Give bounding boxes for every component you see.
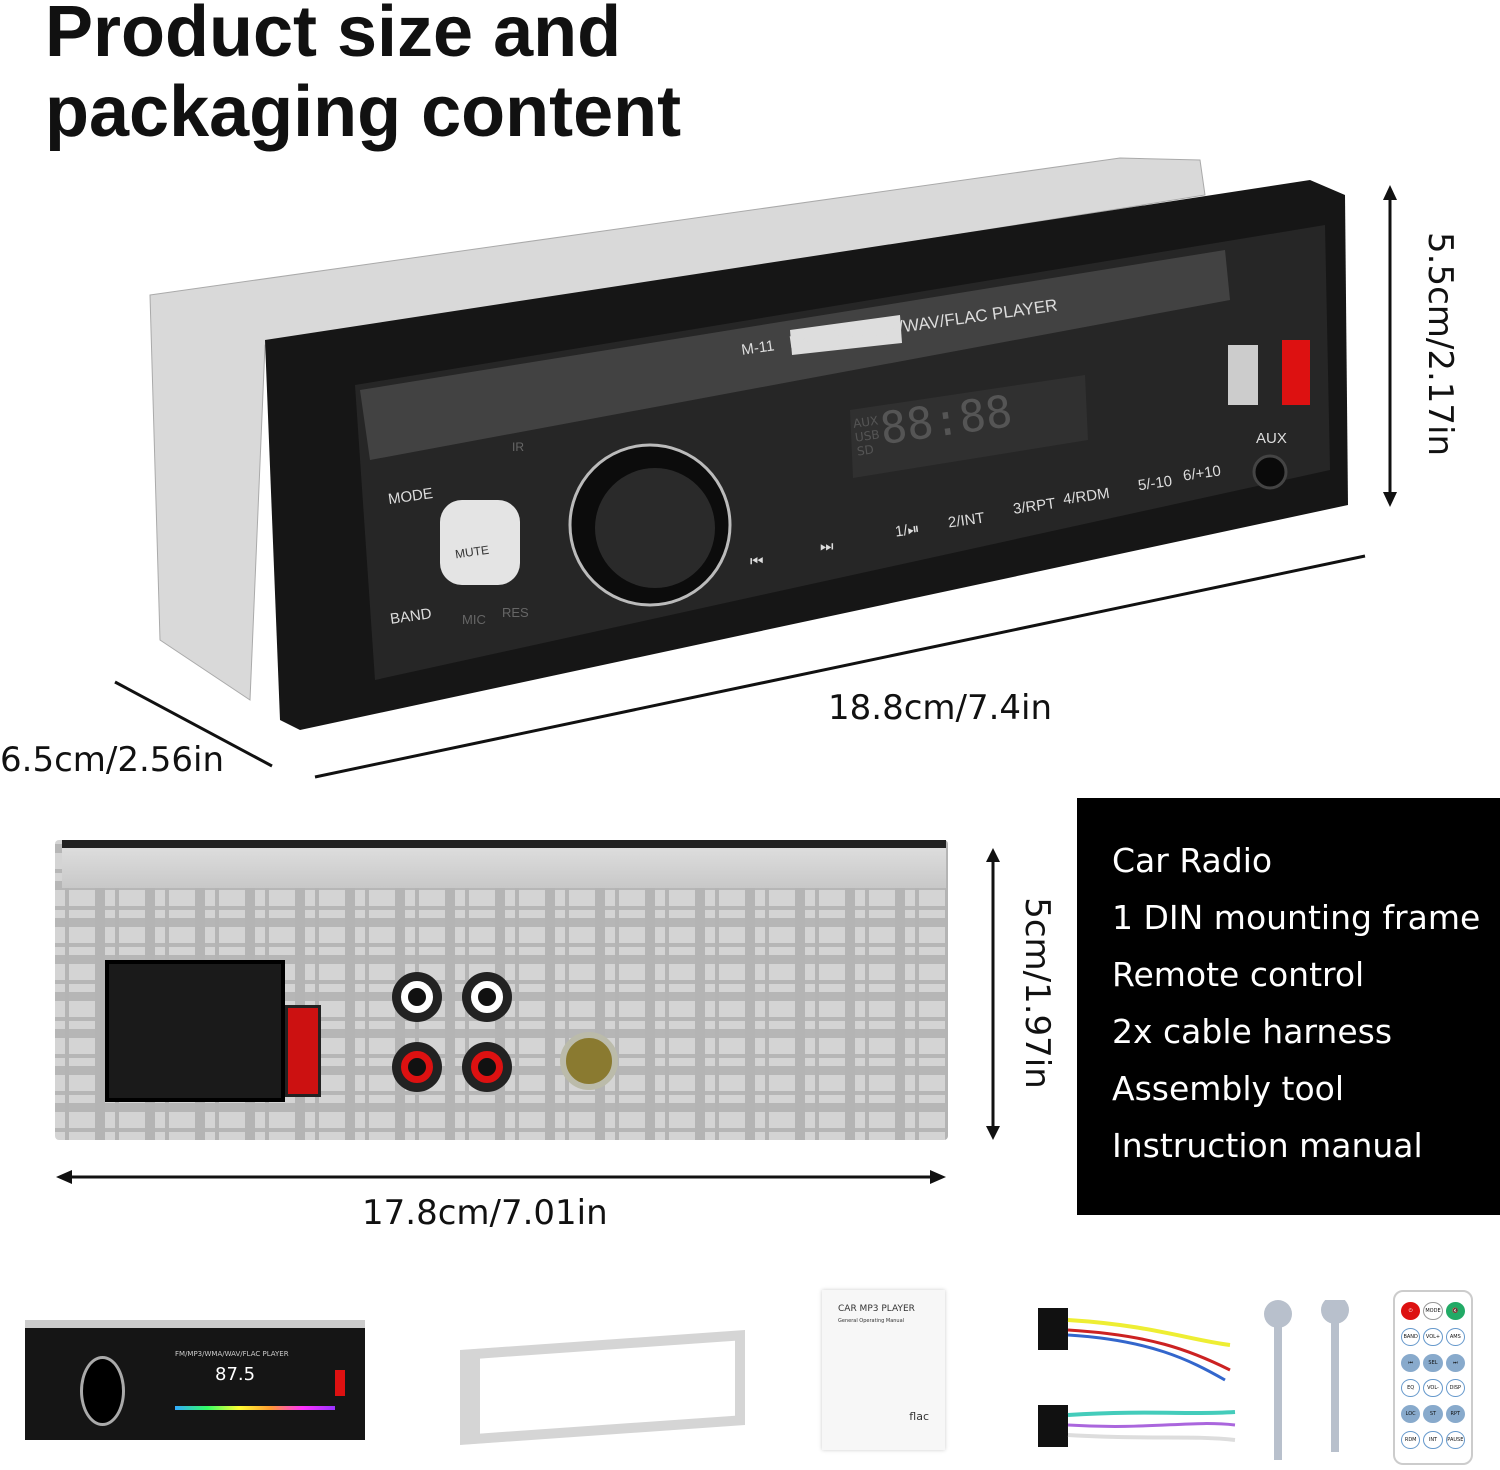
preset-button-1[interactable]: 1/⏯ — [893, 520, 921, 541]
res-label: RES — [502, 605, 529, 620]
thumb-display: 87.5 — [215, 1364, 256, 1385]
mute-button[interactable] — [440, 500, 520, 585]
usb-port[interactable] — [1228, 345, 1258, 405]
page-title: Product size and packaging content — [45, 0, 682, 152]
content-item: Assembly tool — [1112, 1069, 1345, 1108]
content-item: Car Radio — [1112, 841, 1273, 880]
thumb-knob — [80, 1356, 125, 1426]
front-width-label: 18.8cm/7.4in — [828, 688, 1053, 728]
front-height-label: 5.5cm/2.17in — [1420, 232, 1460, 457]
rca-jack-white-1 — [392, 972, 442, 1022]
content-item: Instruction manual — [1112, 1126, 1423, 1165]
iso-connector — [105, 960, 285, 1102]
release-slot — [790, 315, 902, 355]
antenna-socket — [560, 1032, 618, 1090]
aux-label: AUX — [1256, 430, 1287, 447]
width-arrow — [314, 554, 1366, 779]
back-width-label: 17.8cm/7.01in — [362, 1193, 608, 1233]
back-dimension-arrows — [56, 848, 1000, 1184]
lcd-display — [850, 375, 1088, 478]
thumb-mounting-frame — [460, 1330, 745, 1445]
depth-arrow — [114, 680, 273, 768]
package-contents-box: Car Radio 1 DIN mounting frame Remote co… — [1077, 798, 1500, 1215]
content-item: 2x cable harness — [1112, 1012, 1393, 1051]
rca-jack-red-1 — [392, 1042, 442, 1092]
ir-label: IR — [512, 440, 524, 454]
fuse — [285, 1005, 321, 1097]
thumb-harnesses-and-tools — [1038, 1300, 1349, 1460]
thumb-car-radio: FM/MP3/WMA/WAV/FLAC PLAYER 87.5 — [25, 1320, 365, 1440]
aux-jack[interactable] — [1252, 454, 1288, 490]
back-height-label: 5cm/1.97in — [1017, 897, 1057, 1089]
preset-button-prev[interactable]: ⏮ — [750, 553, 764, 570]
rca-jack-red-2 — [462, 1042, 512, 1092]
thumb-remote-control: ⏻ MODE 🔇 BAND VOL+ AMS ⏮ SEL ⏭ EQ VOL- D… — [1393, 1290, 1473, 1465]
usb-charge-port[interactable] — [1282, 340, 1310, 405]
back-top-edge — [62, 840, 946, 888]
chevron-trim — [360, 250, 1230, 460]
content-item: 1 DIN mounting frame — [1112, 898, 1481, 937]
radio-front-illustration — [114, 157, 1397, 779]
mic-label: MIC — [462, 612, 486, 627]
knob-cap — [595, 468, 715, 588]
preset-button-next[interactable]: ⏭ — [820, 538, 834, 555]
depth-label: 6.5cm/2.56in — [0, 740, 225, 780]
content-item: Remote control — [1112, 955, 1365, 994]
rca-jack-white-2 — [462, 972, 512, 1022]
thumb-manual: CAR MP3 PLAYER General Operating Manual … — [822, 1290, 945, 1450]
